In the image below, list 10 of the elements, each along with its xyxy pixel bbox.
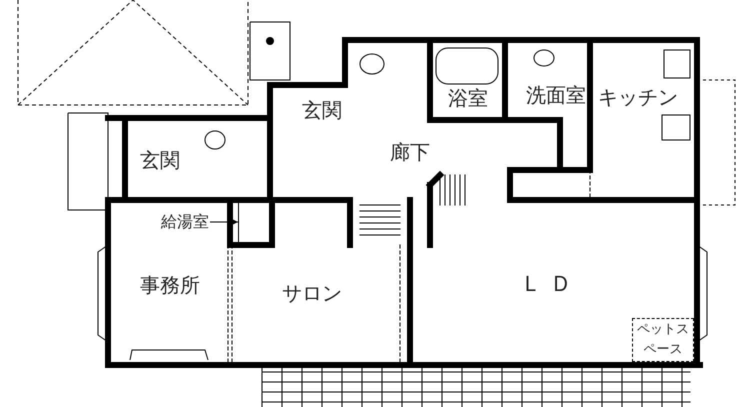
room-label: 廊下 [389,141,431,163]
leader-line [210,219,238,225]
room-label: ＬＤ [520,272,580,298]
room-label: 玄関 [139,149,181,171]
room-label: 事務所 [139,274,201,296]
room-label: 玄関 [301,99,343,121]
leader-text: 給湯室 [160,213,210,231]
room-label: 洗面室 [525,84,587,106]
room-label: 浴室 [447,87,489,109]
pet-space-area: ペットスペース [632,318,694,362]
